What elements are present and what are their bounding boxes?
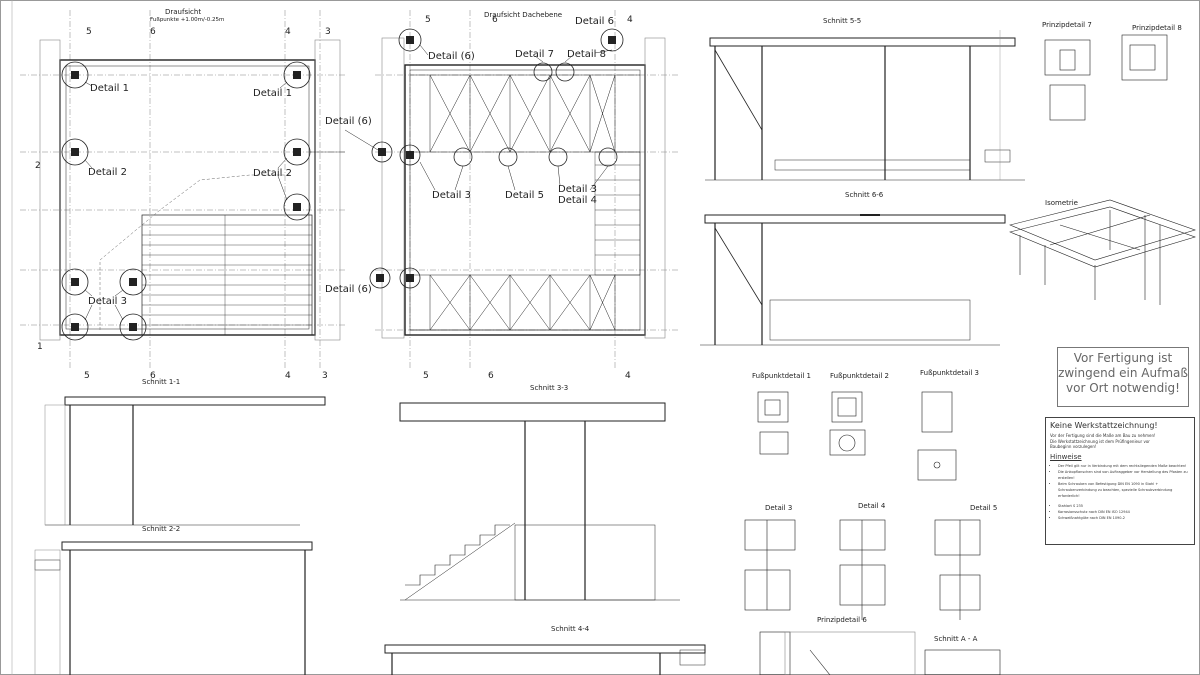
material-list: Stahlart S 235 Korrosionsschutz nach DIN… [1050, 503, 1190, 521]
grid-4-bot: 4 [285, 371, 291, 381]
draufsicht-plan [20, 10, 345, 370]
schnitt-2-2-title: Schnitt 2-2 [142, 525, 180, 533]
callout-detail-1b: Detail 1 [253, 88, 292, 99]
material-item: Schweißnahtgüte nach DIN EN 1090-2 [1058, 515, 1190, 521]
hinweis-item: Der Pfeil gilt nur in Verbindung mit dem… [1058, 463, 1190, 469]
dachebene-texts: Draufsicht Dachebene Detail (6) Detail 6… [423, 11, 633, 381]
draufsicht-title: Draufsicht [165, 8, 201, 16]
callout-detail-5: Detail 5 [505, 190, 544, 201]
schnitt-5-5 [705, 30, 1025, 181]
prinzipdetail-6-title: Prinzipdetail 6 [817, 616, 867, 624]
isometrie [1009, 199, 1196, 305]
grid-5-top: 5 [86, 27, 92, 37]
grid-4-top: 4 [285, 27, 291, 37]
callout-detail-6d: Detail 6 [575, 16, 614, 27]
schnitt-6-6 [700, 214, 1006, 346]
grid-6-dach-bot: 6 [488, 371, 494, 381]
isometrie-title: Isometrie [1045, 199, 1078, 207]
grid-5-dach-bot: 5 [423, 371, 429, 381]
notes-box: Keine Werkstattzeichnung! Vor der Fertig… [1045, 417, 1195, 545]
prinzipdetail-6 [759, 631, 1001, 675]
grid-6-bot: 6 [150, 371, 156, 381]
hinweis-item: Beim Schrauben von Befestigung DIN EN 10… [1058, 481, 1190, 499]
measurement-warning: Vor Fertigung ist zwingend ein Aufmaß vo… [1057, 347, 1189, 407]
schnitt-1-1-title: Schnitt 1-1 [142, 378, 180, 386]
callout-detail-3b: Detail 3 [432, 190, 471, 201]
notes-sub-2: Die Werkstattzeichnung ist dem Prüfingen… [1050, 438, 1150, 444]
detail-3-title: Detail 3 [765, 504, 792, 512]
dachebene-plan [344, 10, 680, 370]
notes-heading: Keine Werkstattzeichnung! [1050, 421, 1158, 430]
grid-5-bot: 5 [84, 371, 90, 381]
grid-2-left: 2 [35, 161, 41, 171]
draufsicht-texts: Draufsicht Fußpunkte +1.00m/-0.25m Detai… [35, 8, 372, 381]
callout-detail-4: Detail 4 [558, 195, 597, 206]
schnitt-3-3 [399, 402, 680, 601]
detail-4-title: Detail 4 [858, 502, 886, 510]
grid-3-top: 3 [325, 27, 331, 37]
material-item: Stahlart S 235 [1058, 503, 1190, 509]
prinzipdetails-top [1044, 34, 1168, 121]
grid-4-dach: 4 [627, 15, 633, 25]
fusspunkt-3-title: Fußpunktdetail 3 [920, 369, 979, 377]
grid-1-left: 1 [37, 342, 43, 352]
grid-6-top: 6 [150, 27, 156, 37]
hinweise-heading: Hinweise [1050, 452, 1082, 461]
prinzipdetail-7-title: Prinzipdetail 7 [1042, 21, 1092, 29]
fusspunkt-2-title: Fußpunktdetail 2 [830, 372, 889, 380]
warning-line-3: vor Ort notwendig! [1066, 381, 1180, 395]
hinweise-list: Der Pfeil gilt nur in Verbindung mit dem… [1050, 463, 1190, 499]
schnitt-6-6-title: Schnitt 6-6 [845, 191, 884, 199]
schnitt-1-1 [44, 396, 326, 526]
schnitt-2-2 [34, 541, 313, 675]
details-345 [744, 519, 981, 620]
callout-detail-2b: Detail 2 [253, 168, 292, 179]
callout-detail-3c: Detail 3 [558, 184, 597, 195]
schnitt-a-a-title: Schnitt A - A [934, 635, 978, 643]
material-item: Korrosionsschutz nach DIN EN ISO 12944 [1058, 509, 1190, 515]
schnitt-4-4-title: Schnitt 4-4 [551, 625, 590, 633]
fusspunkt-1-title: Fußpunktdetail 1 [752, 372, 811, 380]
draufsicht-subtitle: Fußpunkte +1.00m/-0.25m [150, 17, 224, 23]
grid-4-dach-bot: 4 [625, 371, 631, 381]
callout-detail-7: Detail 7 [515, 49, 554, 60]
callout-detail-3a: Detail 3 [88, 296, 127, 307]
dachebene-title: Draufsicht Dachebene [484, 11, 562, 19]
grid-3-bot: 3 [322, 371, 328, 381]
prinzipdetail-8-title: Prinzipdetail 8 [1132, 24, 1182, 32]
schnitt-5-5-title: Schnitt 5-5 [823, 17, 861, 25]
notes-sub-1: Vor der Fertigung sind die Maße am Bau z… [1050, 433, 1156, 438]
detail-5-title: Detail 5 [970, 504, 997, 512]
callout-detail-8: Detail 8 [567, 49, 606, 60]
hinweis-item: Die Ankopflanschen sind von Auftraggeber… [1058, 469, 1190, 481]
callout-detail-6c: Detail (6) [428, 51, 475, 62]
callout-detail-2a: Detail 2 [88, 167, 127, 178]
notes-sub-3: Baubeginn vorzulegen! [1050, 444, 1097, 449]
warning-line-2: zwingend ein Aufmaß [1058, 366, 1188, 380]
fusspunkt-details [757, 391, 957, 481]
schnitt-4-4 [384, 644, 706, 675]
callout-detail-6a: Detail (6) [325, 116, 372, 127]
schnitt-3-3-title: Schnitt 3-3 [530, 384, 568, 392]
warning-line-1: Vor Fertigung ist [1073, 351, 1173, 365]
grid-5-dach: 5 [425, 15, 431, 25]
callout-detail-1a: Detail 1 [90, 83, 129, 94]
grid-6-dach: 6 [492, 15, 498, 25]
callout-detail-6b: Detail (6) [325, 284, 372, 295]
